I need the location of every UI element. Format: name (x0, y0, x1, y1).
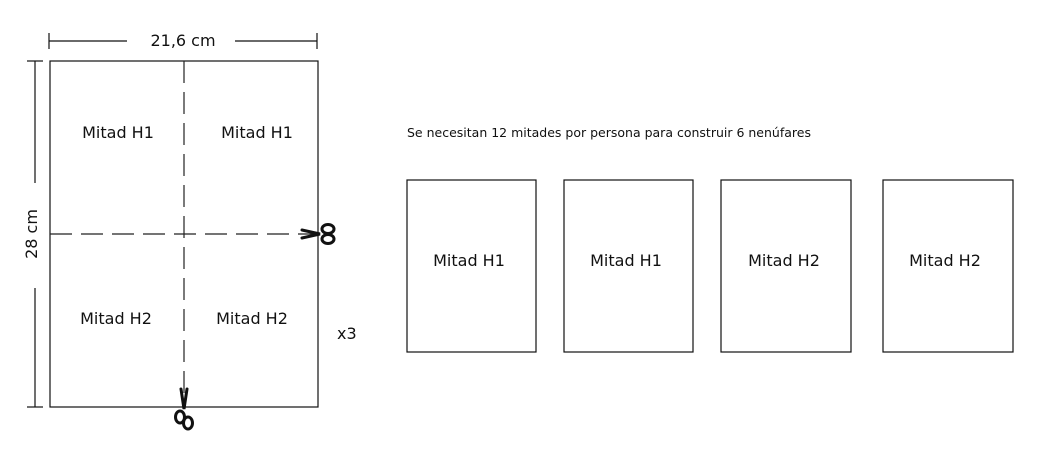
piece-card: Mitad H2 (882, 179, 1014, 353)
width-label: 21,6 cm (150, 31, 215, 50)
scissors-icon (300, 223, 336, 245)
sheet-cell-bottom-left: Mitad H2 (80, 309, 152, 328)
piece-card: Mitad H2 (720, 179, 852, 353)
sheet-cell-top-right: Mitad H1 (221, 123, 293, 142)
piece-card-outline (882, 179, 1014, 353)
piece-card-label: Mitad H2 (909, 251, 981, 270)
piece-card-outline (720, 179, 852, 353)
piece-card-label: Mitad H1 (433, 251, 505, 270)
paper-sheet: Mitad H1 Mitad H1 Mitad H2 Mitad H2 (49, 60, 319, 408)
width-dimension: 21,6 cm (48, 31, 318, 50)
height-label: 28 cm (22, 209, 41, 259)
instruction-text: Se necesitan 12 mitades por persona para… (407, 125, 811, 140)
piece-card: Mitad H1 (406, 179, 537, 353)
scissors-icon (174, 387, 194, 431)
piece-card: Mitad H1 (563, 179, 694, 353)
piece-card-label: Mitad H2 (748, 251, 820, 270)
sheet-cell-bottom-right: Mitad H2 (216, 309, 288, 328)
sheet-cell-top-left: Mitad H1 (82, 123, 154, 142)
piece-card-outline (406, 179, 537, 353)
height-dimension: 28 cm (22, 60, 43, 408)
piece-card-label: Mitad H1 (590, 251, 662, 270)
piece-card-outline (563, 179, 694, 353)
multiplier-label: x3 (337, 324, 357, 343)
